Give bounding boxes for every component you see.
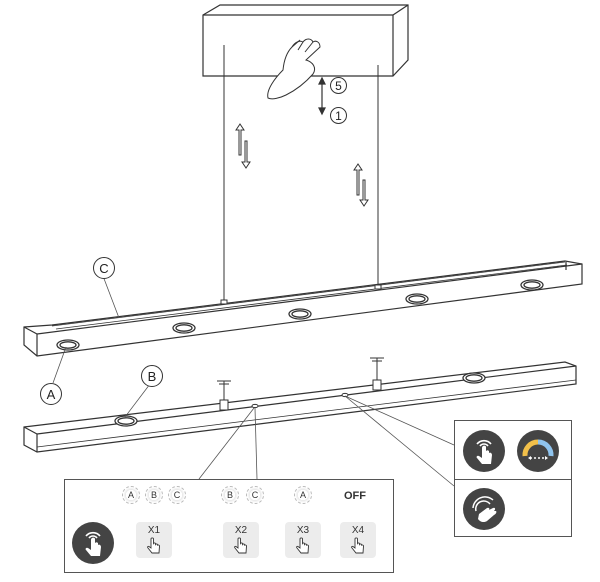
indicator-light-icon	[221, 486, 239, 504]
touch-hand-icon	[72, 522, 114, 564]
light-bar-upper-lenses	[56, 279, 544, 351]
color-temperature-dial-icon	[517, 430, 559, 472]
indicator-light-icon	[145, 486, 163, 504]
height-adjust-arrows-right	[353, 163, 369, 207]
touch-hand-icon	[463, 430, 505, 472]
button-x4[interactable]: X4	[340, 522, 376, 558]
hand-touch-canopy-icon	[267, 38, 321, 100]
hand-press-icon	[147, 537, 160, 554]
hand-press-icon	[296, 537, 309, 554]
indicator-light-icon	[294, 486, 312, 504]
indicator-letter: A	[127, 490, 134, 500]
hand-press-icon	[351, 537, 364, 554]
upper-bar-cable-mounts	[220, 284, 382, 305]
lower-bar-connectors	[217, 357, 384, 411]
up-down-arrow-icon	[318, 76, 326, 116]
indicator-letter: C	[251, 490, 259, 500]
wave-gesture-hand-icon	[463, 488, 505, 530]
button-x3-label: X3	[296, 525, 310, 536]
hand-press-icon	[234, 537, 247, 554]
leader-lines	[52, 275, 455, 487]
light-bar-lower-lenses	[114, 372, 486, 427]
button-x4-label: X4	[351, 525, 365, 536]
indicator-light-icon	[122, 486, 140, 504]
sensor-panel-divider	[455, 479, 571, 480]
button-x3[interactable]: X3	[285, 522, 321, 558]
sensor-panel	[454, 420, 572, 537]
lower-bar-sensor-points	[251, 392, 349, 409]
button-x2-label: X2	[234, 525, 248, 536]
indicator-letter: A	[299, 490, 306, 500]
indicator-light-icon	[246, 486, 264, 504]
height-adjust-arrows-left	[235, 123, 251, 169]
indicator-letter: B	[150, 490, 157, 500]
button-x1-label: X1	[147, 525, 161, 536]
label-b: B	[141, 365, 163, 387]
indicator-letter: B	[226, 490, 233, 500]
button-x2[interactable]: X2	[223, 522, 259, 558]
label-a: A	[40, 383, 62, 405]
step-number-up: 5	[330, 77, 347, 94]
control-panel: A B C B C A OFF X1 X2	[64, 479, 394, 573]
light-bar-upper	[23, 260, 583, 357]
step-number-down: 1	[330, 107, 347, 124]
off-label: OFF	[344, 490, 366, 502]
label-c: C	[93, 257, 115, 279]
button-x1[interactable]: X1	[136, 522, 172, 558]
indicator-letter: C	[173, 490, 181, 500]
indicator-light-icon	[168, 486, 186, 504]
